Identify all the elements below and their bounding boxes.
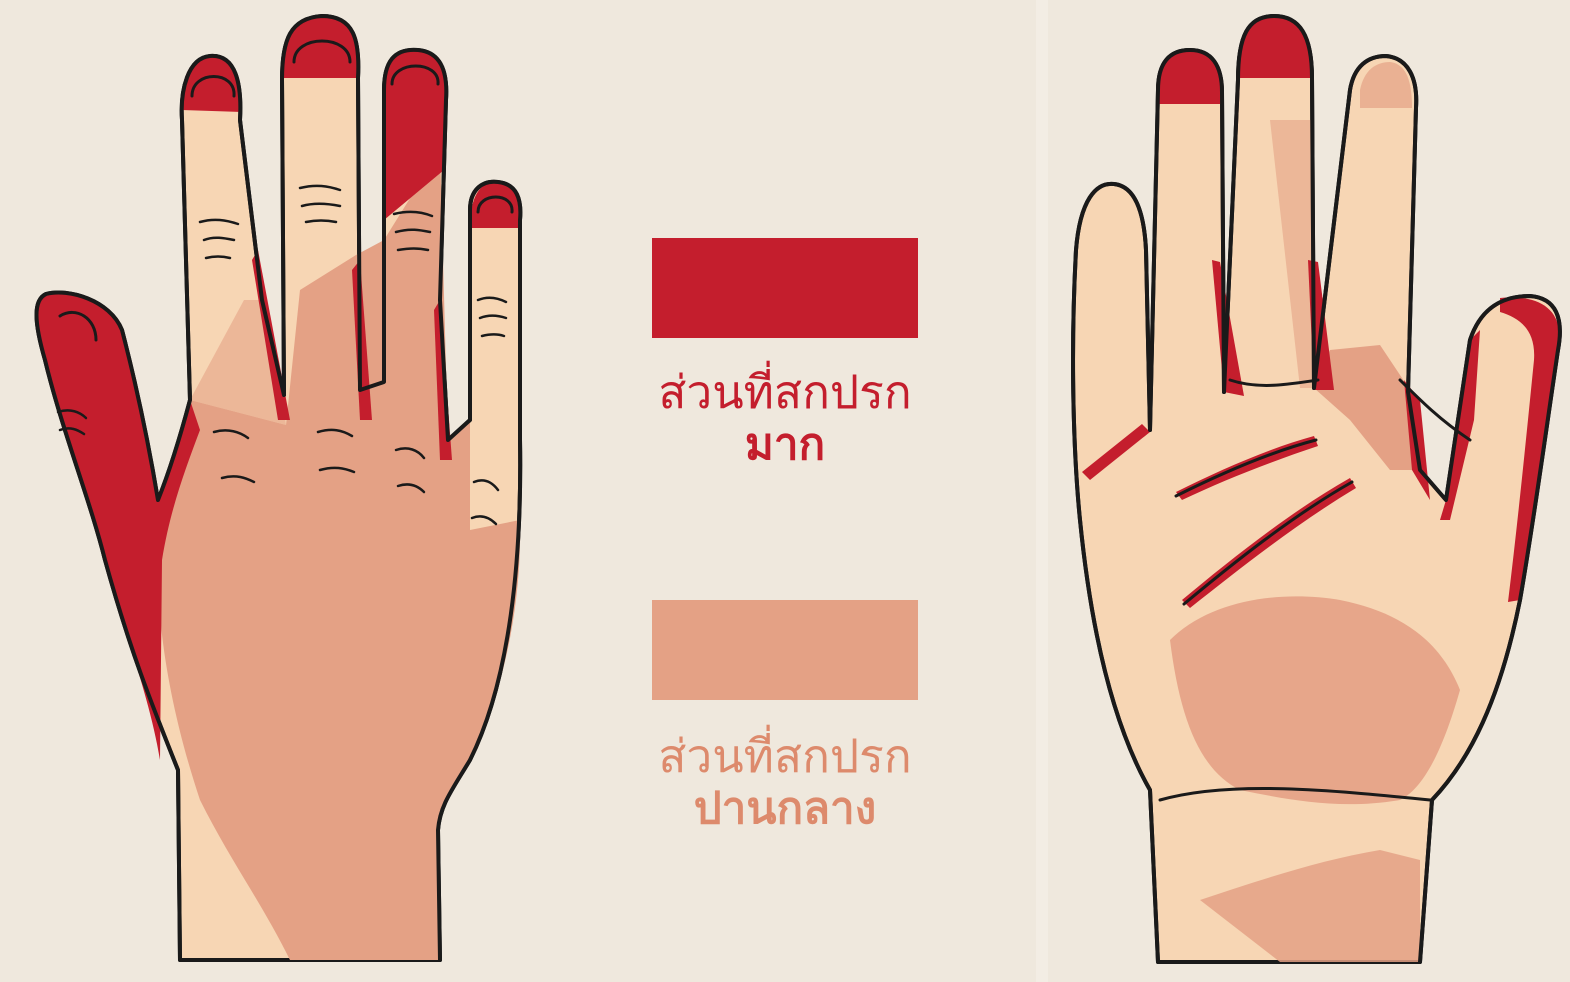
legend-swatch-moderately-dirty: [652, 600, 918, 700]
legend-very-dirty-line1: ส่วนที่สกปรก: [560, 368, 1010, 416]
palm-skin: [1073, 16, 1560, 962]
legend-very-dirty-line2: มาก: [560, 422, 1010, 468]
palm-of-hand: [1073, 16, 1560, 962]
back-of-hand: [37, 16, 521, 960]
back-hand-fingertip-index: [182, 56, 242, 112]
legend-swatch-very-dirty: [652, 238, 918, 338]
legend-label-very-dirty: ส่วนที่สกปรก มาก: [560, 368, 1010, 468]
legend-moderately-dirty-line2: ปานกลาง: [560, 786, 1010, 832]
legend-label-moderately-dirty: ส่วนที่สกปรก ปานกลาง: [560, 732, 1010, 832]
legend-moderately-dirty-line1: ส่วนที่สกปรก: [560, 732, 1010, 780]
panel-divider: [1036, 0, 1048, 982]
